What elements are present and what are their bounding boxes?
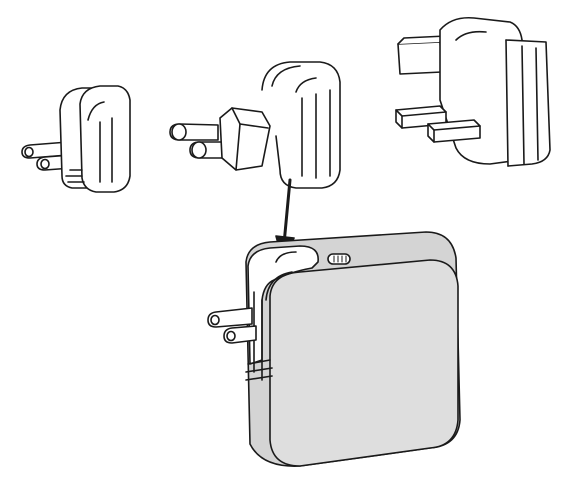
charger-us-prong-bottom [223,325,257,344]
us-plug-adapter [21,85,131,193]
usb-c-port [327,253,351,265]
charger-body [245,231,461,467]
uk-pin-left [395,105,447,129]
eu-plug-adapter [169,61,341,189]
charger-us-prong-top [207,307,253,328]
uk-pin-right [427,119,481,143]
eu-pin-top [169,123,219,141]
eu-pin-bottom [189,141,227,159]
us-prong-top [21,141,69,159]
uk-plug-adapter [395,16,551,167]
uk-earth-pin [397,41,443,75]
